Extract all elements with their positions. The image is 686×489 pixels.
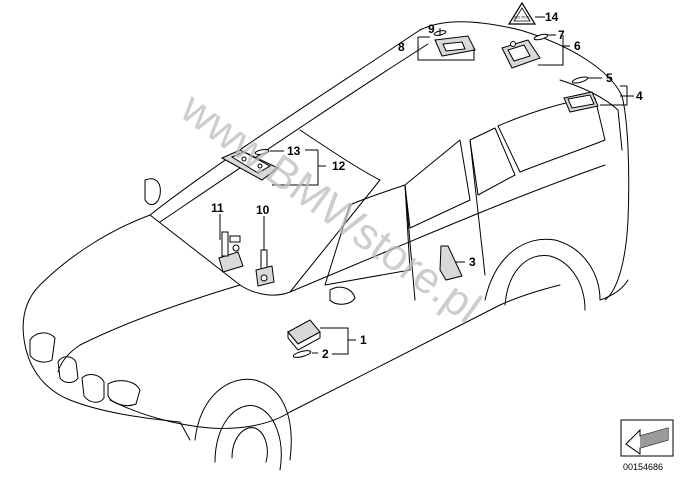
side-sill — [289, 284, 561, 413]
part-bulb-13[interactable] — [254, 149, 270, 156]
front-wheel — [214, 405, 282, 471]
callout-11[interactable]: 11 — [211, 201, 224, 215]
part-sensor-10[interactable] — [255, 249, 275, 287]
callout-3[interactable]: 3 — [469, 255, 476, 269]
rear-hatch — [559, 79, 623, 151]
roof-line — [149, 21, 623, 216]
hood-crease — [57, 284, 241, 373]
warning-label-text: NO PCE — [514, 15, 530, 20]
part-module-1[interactable] — [287, 319, 321, 351]
grille-right — [81, 374, 105, 403]
door-seam-1 — [404, 184, 416, 301]
roof-inner-line — [159, 43, 429, 223]
rear-wheel-arch — [484, 238, 601, 301]
callout-2[interactable]: 2 — [322, 347, 329, 361]
door-seam-2 — [469, 139, 486, 276]
car-body-outline — [22, 21, 630, 471]
orientation-arrow-icon — [620, 419, 674, 457]
part-cover-3[interactable] — [439, 245, 463, 281]
callout-5[interactable]: 5 — [606, 71, 613, 85]
callout-13[interactable]: 13 — [287, 144, 301, 158]
part-warning-triangle-label-14[interactable]: NO PCE — [507, 1, 537, 25]
grille-left — [57, 356, 79, 383]
rear-quarter-window — [469, 127, 516, 196]
callout-10[interactable]: 10 — [256, 203, 270, 217]
rear-side-window — [497, 97, 606, 173]
front-wheel-arch — [194, 378, 292, 461]
callout-4[interactable]: 4 — [636, 89, 643, 103]
part-luggage-light-4[interactable] — [563, 91, 599, 113]
callout-6[interactable]: 6 — [574, 39, 581, 53]
part-bulb-5[interactable] — [571, 76, 589, 85]
rear-bumper — [599, 279, 629, 301]
rear-wheel — [504, 254, 586, 311]
callout-7[interactable]: 7 — [558, 28, 565, 42]
callout-labels: 1 2 3 4 5 6 7 8 9 10 11 12 13 14 — [211, 10, 643, 361]
part-roof-console-9[interactable] — [434, 35, 476, 57]
front-face — [24, 344, 191, 441]
windshield — [149, 129, 381, 296]
side-mirror — [144, 178, 161, 206]
callout-12[interactable]: 12 — [332, 159, 346, 173]
part-sensor-11[interactable] — [218, 231, 244, 273]
hood — [22, 214, 151, 346]
callout-9[interactable]: 9 — [428, 22, 435, 36]
part-bulb-7[interactable] — [533, 33, 549, 41]
part-bulb-2[interactable] — [292, 349, 312, 359]
front-bumper — [109, 399, 291, 429]
headlight-left — [29, 332, 56, 363]
front-hub — [231, 427, 268, 463]
belt-line — [289, 164, 606, 293]
document-id: 00154686 — [623, 462, 663, 472]
callout-8[interactable]: 8 — [398, 40, 405, 54]
rear-pillar — [604, 95, 630, 301]
rear-door-window — [404, 139, 471, 229]
part-front-interior-light-12[interactable] — [220, 149, 279, 181]
callout-14[interactable]: 14 — [545, 10, 559, 24]
part-rear-interior-light-6[interactable] — [501, 39, 541, 69]
callout-1[interactable]: 1 — [360, 333, 367, 347]
leader-lines — [219, 16, 634, 355]
door-mirror — [329, 286, 356, 305]
